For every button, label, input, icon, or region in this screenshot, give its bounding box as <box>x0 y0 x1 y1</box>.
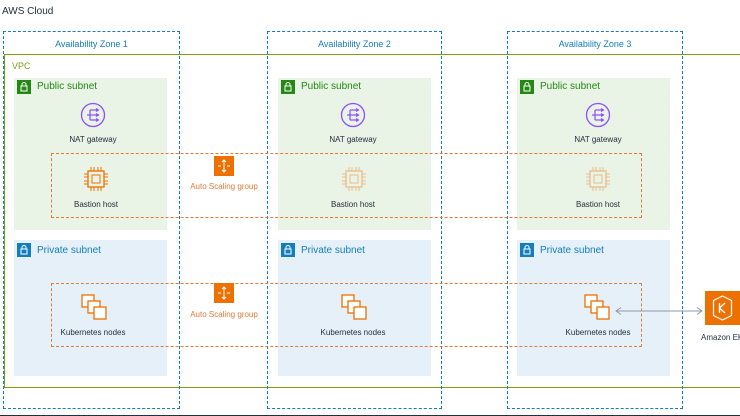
nat-gateway-2-label: NAT gateway <box>329 135 377 144</box>
private-subnet-1-title: Private subnet <box>37 245 101 256</box>
aws-cloud-title: AWS Cloud <box>2 6 54 17</box>
bastion-host-3-label: Bastion host <box>575 200 621 209</box>
vpc-boundary <box>4 54 740 388</box>
kubernetes-nodes-3-label: Kubernetes nodes <box>565 328 631 337</box>
bastion-host-1-label: Bastion host <box>73 200 119 209</box>
kubernetes-nodes-icon <box>583 293 611 321</box>
nat-gateway-icon <box>340 102 366 128</box>
bastion-host-chip-icon <box>83 166 109 192</box>
availability-zone-2 <box>267 31 442 409</box>
amazon-eks-label: Amazon EKS <box>701 333 740 342</box>
nodes-asg-label: Auto Scaling group <box>190 310 258 319</box>
bastion-asg-label: Auto Scaling group <box>190 182 258 191</box>
private-subnet-lock-icon <box>17 243 31 257</box>
availability-zone-1 <box>3 31 180 409</box>
nat-gateway-icon <box>80 102 106 128</box>
bastion-host-2-label: Bastion host <box>330 200 376 209</box>
bastion-host-chip-icon <box>585 166 611 192</box>
availability-zone-3-title: Availability Zone 3 <box>558 39 632 49</box>
kubernetes-nodes-2-label: Kubernetes nodes <box>320 328 386 337</box>
public-subnet-lock-icon <box>520 80 534 94</box>
public-subnet-3-title: Public subnet <box>540 81 601 92</box>
private-subnet-lock-icon <box>520 243 534 257</box>
bastion-host-chip-icon <box>341 166 367 192</box>
private-subnet-3-title: Private subnet <box>540 245 604 256</box>
eks-connection-arrow <box>611 304 707 318</box>
amazon-eks-icon <box>705 291 740 325</box>
kubernetes-nodes-icon <box>80 293 108 321</box>
auto-scaling-icon <box>214 156 234 176</box>
nat-gateway-1-label: NAT gateway <box>69 135 117 144</box>
public-subnet-1-title: Public subnet <box>37 81 98 92</box>
nat-gateway-3-label: NAT gateway <box>574 135 622 144</box>
bastion-auto-scaling-group <box>51 153 642 218</box>
public-subnet-lock-icon <box>17 80 31 94</box>
private-subnet-2-title: Private subnet <box>301 245 365 256</box>
kubernetes-nodes-1-label: Kubernetes nodes <box>60 328 126 337</box>
private-subnet-lock-icon <box>281 243 295 257</box>
vpc-title: VPC <box>12 61 31 71</box>
kubernetes-nodes-icon <box>340 293 368 321</box>
availability-zone-1-title: Availability Zone 1 <box>55 39 128 49</box>
availability-zone-2-title: Availability Zone 2 <box>318 39 391 49</box>
nodes-auto-scaling-group <box>51 283 642 347</box>
public-subnet-3 <box>517 78 670 230</box>
public-subnet-lock-icon <box>281 80 295 94</box>
nat-gateway-icon <box>585 102 611 128</box>
availability-zone-3 <box>507 31 683 409</box>
auto-scaling-icon <box>214 283 234 303</box>
public-subnet-2-title: Public subnet <box>301 81 362 92</box>
